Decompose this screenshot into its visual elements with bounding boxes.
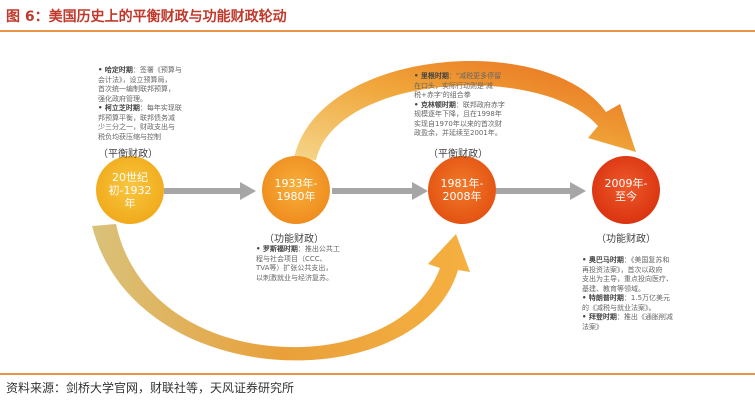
note-era-4: • 奥巴马时期：《美国复苏和再投资法案》，首次以政府支出为主导，重点投向医疗、基… [582,256,673,332]
note-line: 税负均获压缩与控制 [98,133,182,143]
note-text: 基建、教育等领域。 [582,284,645,293]
bottom-curved-arrow [92,224,470,361]
note-line: 少三分之一，财政支出与 [98,123,182,133]
era-label-4-line-1: 2009年- [604,177,648,190]
note-line: 的《减税与就业法案》。 [582,304,673,314]
note-line: TVA等）扩张公共支出， [256,264,340,274]
note-line: • 罗斯福时期：推出公共工 [256,245,340,255]
note-line: 规模逐年下降，且在1998年 [414,110,505,120]
straight-arrows [164,182,586,200]
note-line: 基建、教育等领域。 [582,285,673,295]
era-label-1: 20世纪 初-1932 年 [96,171,164,210]
note-bullet: • 克林顿时期 [414,100,456,109]
note-text: ：每年实现联 [139,104,182,112]
note-text: ：联邦政府赤字 [455,100,505,109]
tag-balanced-1: （平衡财政） [98,149,158,160]
note-era-1: • 哈定时期：签署《预算与会计法》，设立预算局，首次统一编制联邦预算，强化政府管… [98,66,182,142]
era-label-3-line-1: 1981年- [440,177,484,190]
note-line: 法案》 [582,323,673,333]
note-text: 规模逐年下降，且在1998年 [414,110,502,118]
note-line: 实现自1970年以来的首次财 [414,120,505,130]
note-line: • 特朗普时期：1.5万亿美元 [582,294,673,304]
note-line: • 柯立芝时期：每年实现联 [98,104,182,114]
note-text: 少三分之一，财政支出与 [98,123,175,131]
tag-functional-1: （功能财政） [264,234,324,245]
note-text: 邦预算平衡，联邦债务减 [98,113,175,122]
note-era-2: • 罗斯福时期：推出公共工程与社会项目（CCC、TVA等）扩张公共支出，以刺激就… [256,245,340,283]
note-text: 税+赤字'的组合拳 [414,91,471,99]
note-text: ："减税更多停留 [448,72,502,80]
era-label-2-line-2: 1980年 [276,190,316,203]
note-line: 首次统一编制联邦预算， [98,85,182,95]
note-text: 会计法》，设立预算局， [98,75,172,84]
note-text: 强化政府管理。 [98,94,147,103]
note-text: ：推出《通胀削减 [616,313,673,321]
note-bullet: • 柯立芝时期 [98,104,140,112]
note-line: • 克林顿时期：联邦政府赤字 [414,101,505,111]
note-text: 法案》 [582,322,603,331]
note-text: 首次统一编制联邦预算， [98,85,175,93]
note-bullet: • 里根时期 [414,72,449,80]
figure-title: 图 6：美国历史上的平衡财政与功能财政轮动 [6,9,287,25]
note-text: ：签署《预算与 [132,66,182,74]
era-label-2: 1933年- 1980年 [262,177,330,203]
note-text: ：1.5万亿美元 [623,294,671,302]
note-era-3: • 里根时期："减税更多停留在口头，实际行动则是'减税+赤字'的组合拳• 克林顿… [414,72,505,139]
note-text: ：《美国复苏和 [623,256,670,264]
note-line: 以刺激就业与经济复苏。 [256,274,340,284]
note-line: 税+赤字'的组合拳 [414,91,505,101]
note-bullet: • 罗斯福时期 [256,245,298,253]
note-line: 程与社会项目（CCC、 [256,255,340,265]
era-label-1-line-1: 20世纪 [112,171,148,184]
note-line: 支出为主导，重点投向医疗、 [582,275,673,285]
era-label-1-line-3: 年 [124,197,136,210]
note-line: 政盈余，并延续至2001年。 [414,129,505,139]
era-circle-1 [96,156,164,224]
note-bullet: • 特朗普时期 [582,294,624,302]
note-text: 税负均获压缩与控制 [98,132,161,141]
note-text: 程与社会项目（CCC、 [256,254,327,263]
era-label-2-line-1: 1933年- [274,177,318,190]
note-line: • 哈定时期：签署《预算与 [98,66,182,76]
note-text: 政盈余，并延续至2001年。 [414,129,502,137]
era-circle-4 [592,156,660,224]
era-circle-3 [428,156,496,224]
note-line: 再投资法案》，首次以政府 [582,266,673,276]
top-curved-arrow [294,61,636,160]
era-label-4-line-2: 至今 [615,190,637,203]
note-line: • 拜登时期：推出《通胀削减 [582,313,673,323]
era-label-1-line-2: 初-1932 [108,184,152,197]
note-text: 的《减税与就业法案》。 [582,303,656,312]
top-divider [0,30,755,32]
note-text: ：推出公共工 [297,245,340,253]
note-text: TVA等）扩张公共支出， [256,264,333,272]
era-circle-2 [262,156,330,224]
source-note: 资料来源：剑桥大学官网，财联社等，天风证券研究所 [6,381,295,395]
note-text: 实现自1970年以来的首次财 [414,119,502,128]
note-text: 再投资法案》，首次以政府 [582,265,663,274]
note-text: 支出为主导，重点投向医疗、 [582,275,673,283]
era-label-3: 1981年- 2008年 [428,177,496,203]
tag-functional-2: （功能财政） [596,234,656,245]
note-bullet: • 哈定时期 [98,66,133,74]
note-line: • 奥巴马时期：《美国复苏和 [582,256,673,266]
tag-balanced-2: （平衡财政） [428,149,488,160]
note-line: 强化政府管理。 [98,95,182,105]
note-bullet: • 拜登时期 [582,313,617,321]
era-label-4: 2009年- 至今 [592,177,660,203]
note-bullet: • 奥巴马时期 [582,256,624,264]
note-text: 以刺激就业与经济复苏。 [256,273,333,282]
bottom-divider [0,373,755,375]
note-line: 邦预算平衡，联邦债务减 [98,114,182,124]
note-text: 在口头，实际行动则是'减 [414,81,493,90]
note-line: 在口头，实际行动则是'减 [414,82,505,92]
era-label-3-line-2: 2008年 [442,190,482,203]
note-line: 会计法》，设立预算局， [98,76,182,86]
note-line: • 里根时期："减税更多停留 [414,72,505,82]
